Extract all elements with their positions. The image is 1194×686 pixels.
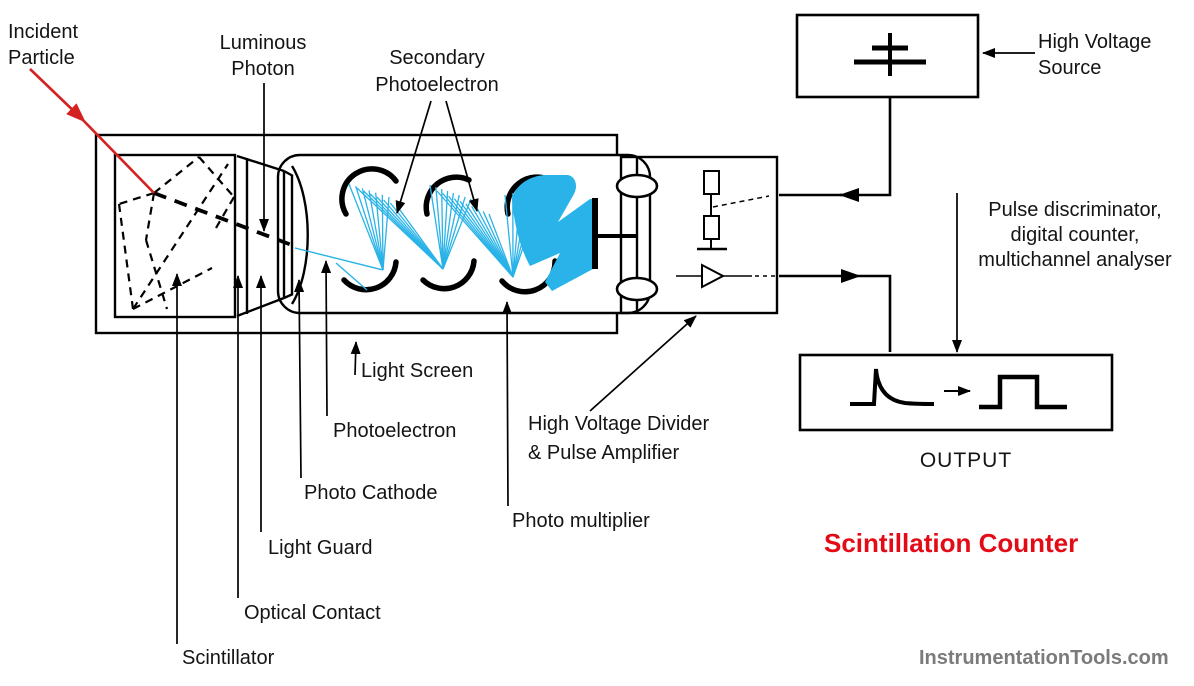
optical-contact-lightguard xyxy=(236,154,309,318)
divider-internals xyxy=(676,170,775,289)
battery-symbol xyxy=(854,33,926,76)
light-ray-paths xyxy=(117,156,235,310)
dynode-bottom-1 xyxy=(341,259,399,293)
hv-divider-amplifier-label: High Voltage Divider & Pulse Amplifier xyxy=(528,413,710,464)
secondary-photoelectron-label: Secondary Photoelectron xyxy=(375,47,499,96)
diagram-title: Scintillation Counter xyxy=(824,528,1079,558)
output-box xyxy=(798,353,1114,432)
pin-bottom xyxy=(615,276,659,302)
pin-top xyxy=(615,173,659,199)
electron-shower-fans xyxy=(348,183,545,278)
luminous-photon-ray xyxy=(153,191,298,249)
optical-contact-label: Optical Contact xyxy=(244,602,381,624)
photoelectron-label: Photoelectron xyxy=(333,420,457,442)
light-screen-label: Light Screen xyxy=(361,360,474,382)
hv-divider-pointer xyxy=(589,315,697,412)
light-guard-label: Light Guard xyxy=(268,537,373,559)
watermark-text: InstrumentationTools.com xyxy=(919,647,1169,669)
scintillator-label: Scintillator xyxy=(182,647,275,669)
resistor-1 xyxy=(703,170,720,195)
label-pointers xyxy=(172,48,1035,644)
dynode-top-1 xyxy=(339,166,399,217)
anode xyxy=(592,198,636,269)
tube-pins xyxy=(615,156,659,313)
photoelectron-path xyxy=(294,247,384,291)
spike-pulse-waveform xyxy=(850,368,935,406)
photo-cathode-label: Photo Cathode xyxy=(304,482,438,504)
high-voltage-source-label: High Voltage Source xyxy=(1038,31,1152,79)
pulse-discriminator-label: Pulse discriminator, digital counter, mu… xyxy=(978,199,1172,271)
dynode-top-2 xyxy=(423,174,472,217)
signal-wire xyxy=(779,269,892,352)
dynode-bottom-2 xyxy=(420,258,477,292)
square-pulse-waveform xyxy=(979,374,1067,410)
resistor-2 xyxy=(703,215,720,240)
luminous-photon-label: Luminous Photon xyxy=(219,32,307,80)
hv-supply-wire xyxy=(779,97,892,202)
incident-particle-arrow xyxy=(29,68,155,194)
electron-avalanche xyxy=(512,175,593,291)
hv-divider-box xyxy=(619,155,779,315)
photo-multiplier-pointer xyxy=(502,301,513,507)
photo-multiplier-label: Photo multiplier xyxy=(512,510,650,532)
hv-source-box xyxy=(795,13,980,99)
photoelectron-pointer xyxy=(321,260,332,417)
incident-particle-label: Incident Particle xyxy=(8,21,79,69)
secondary-photoelectron-pointer-left xyxy=(395,100,432,214)
pulse-amplifier-symbol xyxy=(676,263,775,289)
secondary-photoelectron-pointer-right xyxy=(445,100,479,212)
scintillator-crystal xyxy=(113,153,298,319)
photo-cathode-pointer xyxy=(294,279,305,479)
light-screen-pointer xyxy=(350,341,361,376)
output-label: OUTPUT xyxy=(919,449,1013,472)
